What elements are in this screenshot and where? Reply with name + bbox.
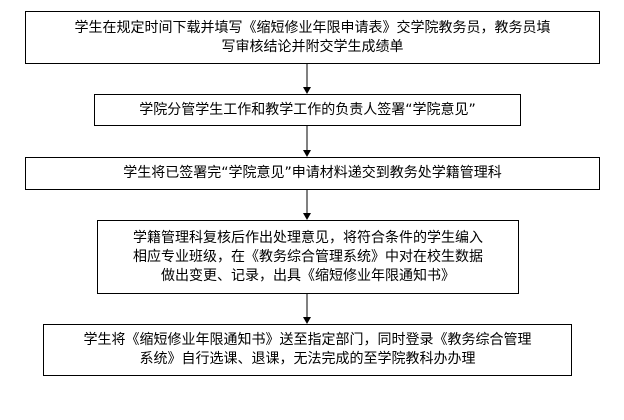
step-5-box: 学生将《缩短修业年限通知书》送至指定部门，同时登录《教务综合管理 系统》自行选课… [43, 324, 572, 376]
arrow-step1-to-step2 [303, 64, 311, 94]
arrow-step3-to-step4 [303, 190, 311, 220]
step-5-line-2: 系统》自行选课、退课，无法完成的至学院教科办办理 [139, 351, 476, 367]
step-3-box: 学生将已签署完“学院意见”申请材料递交到教务处学籍管理科 [25, 157, 600, 190]
step-1-box: 学生在规定时间下载并填写《缩短修业年限申请表》交学院教务员，教务员填 写审核结论… [25, 11, 600, 64]
step-3-line-1: 学生将已签署完“学院意见”申请材料递交到教务处学籍管理科 [123, 165, 502, 181]
step-5-line-1: 学生将《缩短修业年限通知书》送至指定部门，同时登录《教务综合管理 [83, 332, 532, 348]
arrow-step4-to-step5 [303, 294, 311, 324]
step-4-line-1: 学籍管理科复核后作出处理意见，将符合条件的学生编入 [133, 229, 483, 246]
step-4-line-2: 相应专业班级，在《教务综合管理系统》中对在校生数据 [133, 248, 483, 265]
step-2-line-1: 学院分管学生工作和教学工作的负责人签署“学院意见” [139, 101, 476, 118]
step-4-line-3: 做出变更、记录，出具《缩短修业年限通知书》 [161, 267, 455, 284]
arrow-step2-to-step3 [303, 126, 311, 157]
step-1-line-2: 写审核结论并附交学生成绩单 [221, 38, 404, 55]
step-4-box: 学籍管理科复核后作出处理意见，将符合条件的学生编入 相应专业班级，在《教务综合管… [97, 220, 519, 294]
step-1-line-1: 学生在规定时间下载并填写《缩短修业年限申请表》交学院教务员，教务员填 [74, 19, 551, 36]
step-2-box: 学院分管学生工作和教学工作的负责人签署“学院意见” [94, 94, 521, 126]
